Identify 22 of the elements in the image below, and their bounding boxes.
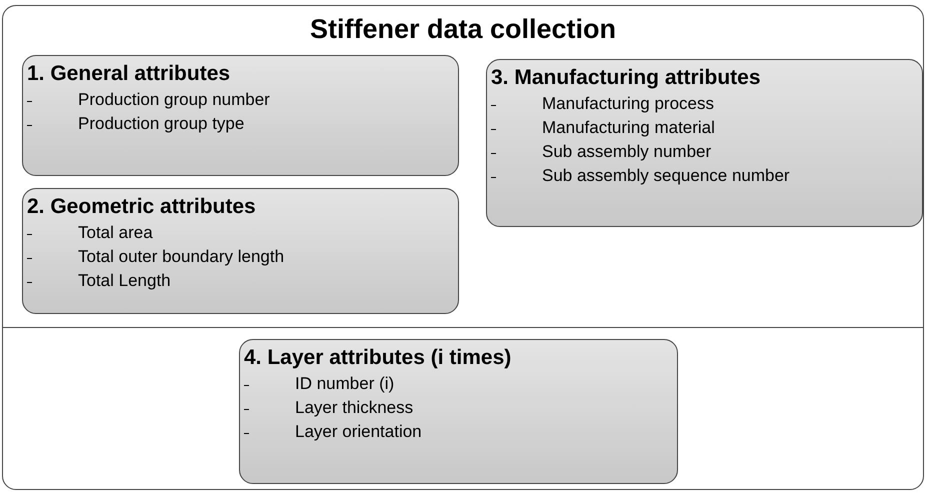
attribute-panel: [22, 55, 459, 176]
list-item: Total Length: [78, 271, 171, 291]
section-heading: 3. Manufacturing attributes: [491, 66, 761, 90]
section-heading: 1. General attributes: [27, 62, 230, 86]
list-item: Sub assembly sequence number: [542, 166, 790, 186]
list-item: Sub assembly number: [542, 142, 712, 162]
list-item: Production group number: [78, 90, 270, 110]
attribute-panel: [239, 339, 678, 484]
list-item: Production group type: [78, 114, 244, 134]
attribute-panel: [22, 188, 459, 314]
section-heading: 4. Layer attributes (i times): [244, 346, 512, 370]
list-item: Total outer boundary length: [78, 247, 284, 267]
list-item: Total area: [78, 223, 153, 243]
list-item: Layer orientation: [295, 422, 422, 442]
attribute-panel: [486, 59, 923, 227]
panel-title: Stiffener data collection: [308, 14, 618, 45]
list-item: Manufacturing process: [542, 94, 714, 114]
list-item: Layer thickness: [295, 398, 414, 418]
list-item: ID number (i): [295, 374, 394, 394]
container-panel: [2, 5, 924, 490]
section-heading: 2. Geometric attributes: [27, 195, 256, 219]
list-item: Manufacturing material: [542, 118, 715, 138]
